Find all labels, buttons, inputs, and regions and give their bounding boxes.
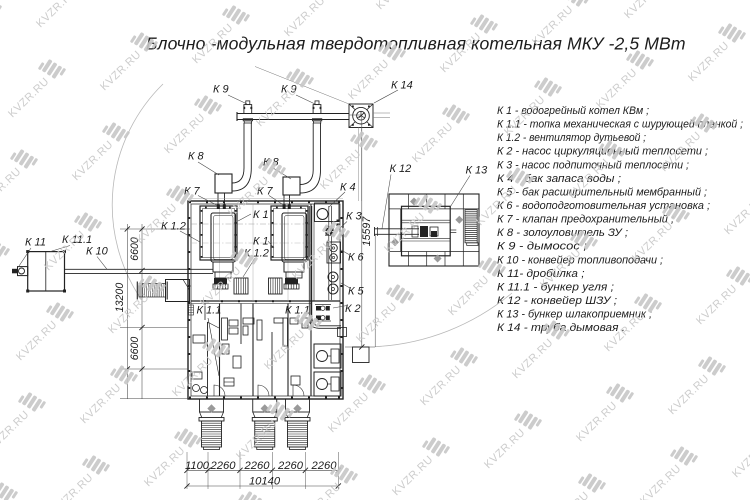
svg-text:К 11: К 11 (25, 237, 46, 249)
svg-text:2260: 2260 (244, 460, 271, 472)
svg-text:KVZR.RU: KVZR.RU (106, 292, 152, 337)
svg-text:15597: 15597 (361, 216, 373, 247)
svg-text:KVZR.RU: KVZR.RU (0, 409, 32, 454)
svg-text:KVZR.RU: KVZR.RU (78, 382, 124, 427)
svg-text:К 7: К 7 (257, 186, 274, 198)
svg-text:К 9: К 9 (281, 84, 297, 96)
svg-text:К 11.1 - бункер угля ;: К 11.1 - бункер угля ; (497, 281, 614, 293)
svg-text:К 9: К 9 (213, 84, 229, 96)
svg-text:KVZR.RU: KVZR.RU (6, 76, 52, 121)
svg-text:К 1.1: К 1.1 (197, 305, 222, 317)
svg-text:К 1: К 1 (253, 209, 269, 221)
svg-text:К 1.1 - топка механическая с: К 1.1 - топка механическая с шурующей пл… (497, 119, 743, 131)
svg-text:2260: 2260 (277, 460, 304, 472)
svg-text:К 3: К 3 (346, 211, 363, 223)
svg-text:KVZR.RU: KVZR.RU (574, 400, 620, 445)
svg-text:KVZR.RU: KVZR.RU (510, 337, 556, 382)
svg-text:К 7 - клапан предохранительн: К 7 - клапан предохранительный ; (497, 214, 674, 226)
svg-text:KVZR.RU: KVZR.RU (446, 274, 492, 319)
svg-text:KVZR.RU: KVZR.RU (162, 112, 208, 157)
svg-text:KVZR.RU: KVZR.RU (546, 490, 592, 500)
svg-text:KVZR.RU: KVZR.RU (666, 373, 712, 418)
svg-text:2260: 2260 (311, 460, 338, 472)
svg-text:KVZR.RU: KVZR.RU (254, 85, 300, 130)
svg-text:KVZR.RU: KVZR.RU (98, 49, 144, 94)
svg-text:К 12: К 12 (390, 163, 412, 175)
svg-text:К 1.2 - вентилятор дутьевой: К 1.2 - вентилятор дутьевой ; (497, 132, 646, 144)
svg-text:KVZR.RU: KVZR.RU (418, 364, 464, 409)
svg-text:KVZR.RU: KVZR.RU (298, 481, 344, 500)
svg-text:К 9 - дымосос ;: К 9 - дымосос ; (497, 241, 587, 253)
svg-text:KVZR.RU: KVZR.RU (390, 454, 436, 499)
svg-text:К 13 - бункер шлакоприемник: К 13 - бункер шлакоприемник ; (497, 309, 652, 321)
svg-text:KVZR.RU: KVZR.RU (14, 319, 60, 364)
svg-text:1100: 1100 (185, 460, 210, 472)
svg-text:К 10: К 10 (86, 246, 109, 258)
svg-text:6600: 6600 (129, 337, 141, 361)
svg-text:KVZR.RU: KVZR.RU (686, 40, 732, 85)
svg-text:KVZR.RU: KVZR.RU (170, 355, 216, 400)
svg-text:К 1: К 1 (253, 236, 269, 248)
svg-text:К 1 - водогрейный котел КВм: К 1 - водогрейный котел КВм ; (497, 105, 649, 117)
svg-text:KVZR.RU: KVZR.RU (50, 472, 96, 500)
svg-text:KVZR.RU: KVZR.RU (638, 463, 684, 500)
svg-text:KVZR.RU: KVZR.RU (374, 0, 420, 12)
svg-text:KVZR.RU: KVZR.RU (482, 427, 528, 472)
svg-text:KVZR.RU: KVZR.RU (34, 0, 80, 30)
svg-text:2260: 2260 (210, 460, 237, 472)
svg-text:13200: 13200 (114, 283, 126, 313)
svg-text:К 6: К 6 (348, 252, 365, 264)
svg-text:KVZR.RU: KVZR.RU (142, 445, 188, 490)
svg-text:10140: 10140 (249, 476, 281, 488)
svg-text:KVZR.RU: KVZR.RU (70, 139, 116, 184)
svg-text:KVZR.RU: KVZR.RU (722, 193, 750, 238)
svg-text:К 14: К 14 (391, 80, 413, 92)
svg-text:KVZR.RU: KVZR.RU (326, 391, 372, 436)
svg-text:KVZR.RU: KVZR.RU (730, 436, 750, 481)
svg-text:KVZR.RU: KVZR.RU (346, 58, 392, 103)
svg-text:KVZR.RU: KVZR.RU (234, 418, 280, 463)
svg-text:KVZR.RU: KVZR.RU (622, 0, 668, 21)
svg-text:К 5: К 5 (348, 286, 365, 298)
svg-text:Блочно -модульная твердотоплив: Блочно -модульная твердотопливная котель… (146, 33, 686, 53)
svg-text:К 14 - труба дымовая .: К 14 - труба дымовая . (497, 322, 625, 334)
svg-text:К 11.1: К 11.1 (62, 234, 92, 246)
svg-text:KVZR.RU: KVZR.RU (694, 283, 740, 328)
svg-text:К 4: К 4 (340, 182, 356, 194)
svg-text:KVZR.RU: KVZR.RU (354, 301, 400, 346)
svg-text:К 1.2: К 1.2 (161, 221, 186, 233)
svg-text:К 6 - водоподготовительная у: К 6 - водоподготовительная установка ; (497, 200, 710, 212)
svg-text:К 10 - конвейер топливоподач: К 10 - конвейер топливоподачи ; (497, 254, 663, 266)
svg-text:KVZR.RU: KVZR.RU (198, 265, 244, 310)
svg-text:К 3 - насос подпиточный тепл: К 3 - насос подпиточный теплосети ; (497, 159, 689, 171)
svg-text:К 8: К 8 (188, 151, 205, 163)
svg-text:К 5 - бак расширительный мем: К 5 - бак расширительный мембранный ; (497, 186, 707, 198)
svg-text:К 12 - конвейер ШЗУ ;: К 12 - конвейер ШЗУ ; (497, 295, 617, 307)
svg-text:К 13: К 13 (466, 165, 489, 177)
svg-text:KVZR.RU: KVZR.RU (410, 121, 456, 166)
svg-text:KVZR.RU: KVZR.RU (0, 166, 24, 211)
svg-text:К 2: К 2 (345, 303, 361, 315)
svg-text:К 8 - золоуловитель ЗУ ;: К 8 - золоуловитель ЗУ ; (497, 227, 628, 239)
svg-text:6600: 6600 (129, 237, 141, 261)
svg-text:К 11- дробилка ;: К 11- дробилка ; (497, 268, 585, 280)
svg-text:KVZR.RU: KVZR.RU (262, 328, 308, 373)
